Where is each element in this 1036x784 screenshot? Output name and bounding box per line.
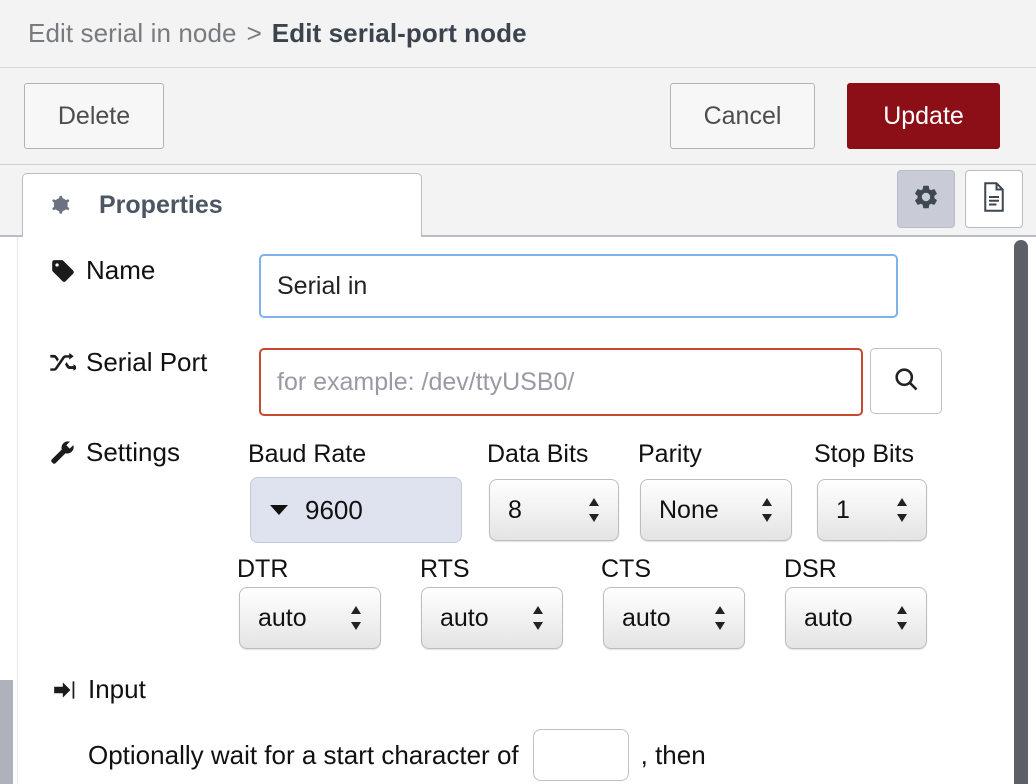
serial-port-input[interactable]: [259, 348, 863, 416]
tab-properties-label: Properties: [99, 191, 223, 219]
update-button-label: Update: [883, 101, 964, 130]
tab-strip-underline: [0, 235, 1036, 237]
description-button[interactable]: [965, 170, 1023, 228]
cancel-button-label: Cancel: [703, 101, 782, 130]
update-button[interactable]: Update: [847, 83, 1000, 149]
stepper-arrows-icon: [348, 604, 364, 632]
tab-properties[interactable]: Properties: [22, 173, 422, 237]
start-character-text-before: Optionally wait for a start character of: [88, 739, 519, 770]
cancel-button[interactable]: Cancel: [670, 83, 815, 149]
description-icon: [980, 181, 1008, 217]
rts-select[interactable]: auto: [421, 587, 563, 649]
name-label: Name: [86, 255, 156, 285]
baud-rate-label: Baud Rate: [248, 440, 367, 468]
settings-toggle-button[interactable]: [897, 170, 955, 228]
tab-active-mask: [23, 235, 421, 238]
input-section-label: Input: [88, 674, 146, 704]
breadcrumb-previous[interactable]: Edit serial in node: [28, 18, 237, 48]
data-bits-value: 8: [508, 495, 522, 524]
rts-value: auto: [440, 603, 489, 632]
vertical-scrollbar-thumb[interactable]: [1014, 240, 1028, 784]
stepper-arrows-icon: [586, 496, 602, 524]
start-character-input[interactable]: [532, 729, 629, 781]
settings-row: Settings: [48, 437, 180, 468]
parity-label: Parity: [638, 440, 702, 468]
breadcrumb-current: Edit serial-port node: [271, 18, 527, 48]
shuffle-icon: [48, 351, 76, 375]
sign-in-icon: [52, 679, 78, 701]
breadcrumb-separator: >: [246, 18, 262, 48]
name-row: Name: [50, 255, 155, 286]
rts-label: RTS: [420, 555, 470, 583]
start-character-text-after: , then: [640, 739, 706, 770]
dsr-select[interactable]: auto: [785, 587, 927, 649]
start-character-row: Optionally wait for a start character of…: [88, 729, 706, 781]
stepper-arrows-icon: [759, 496, 775, 524]
serial-port-label: Serial Port: [86, 347, 208, 377]
stop-bits-value: 1: [836, 495, 850, 524]
search-icon: [892, 365, 920, 398]
properties-form: Name Serial Port: [0, 237, 1036, 784]
stepper-arrows-icon: [894, 604, 910, 632]
delete-button-label: Delete: [57, 101, 131, 130]
breadcrumb: Edit serial in node > Edit serial-port n…: [0, 0, 1036, 68]
serial-port-search-button[interactable]: [870, 348, 942, 414]
parity-value: None: [659, 495, 719, 524]
delete-button[interactable]: Delete: [24, 83, 164, 149]
form-left-gutter: [0, 237, 18, 784]
name-input[interactable]: [259, 254, 898, 318]
gear-icon: [49, 193, 75, 219]
input-section-header: Input: [52, 674, 146, 705]
dtr-value: auto: [258, 603, 307, 632]
baud-rate-value: 9600: [305, 494, 363, 525]
dialog-action-bar: Delete Cancel Update: [0, 68, 1036, 165]
horizontal-scrollbar-segment[interactable]: [0, 680, 13, 784]
cts-value: auto: [622, 603, 671, 632]
dsr-value: auto: [804, 603, 853, 632]
stepper-arrows-icon: [712, 604, 728, 632]
data-bits-select[interactable]: 8: [489, 479, 619, 541]
gear-icon: [912, 183, 940, 216]
parity-select[interactable]: None: [640, 479, 792, 541]
cts-label: CTS: [601, 555, 651, 583]
cts-select[interactable]: auto: [603, 587, 745, 649]
dtr-label: DTR: [237, 555, 289, 583]
data-bits-label: Data Bits: [487, 440, 589, 468]
tab-strip: Properties: [0, 165, 1036, 238]
tag-icon: [50, 258, 76, 284]
settings-label: Settings: [86, 437, 180, 467]
stepper-arrows-icon: [530, 604, 546, 632]
dtr-select[interactable]: auto: [239, 587, 381, 649]
stop-bits-select[interactable]: 1: [817, 479, 927, 541]
baud-rate-combo[interactable]: 9600: [250, 477, 462, 543]
stop-bits-label: Stop Bits: [814, 440, 915, 468]
stepper-arrows-icon: [894, 496, 910, 524]
wrench-icon: [48, 439, 76, 467]
serial-port-row: Serial Port: [48, 347, 207, 378]
dsr-label: DSR: [784, 555, 837, 583]
chevron-down-icon: [269, 503, 289, 517]
